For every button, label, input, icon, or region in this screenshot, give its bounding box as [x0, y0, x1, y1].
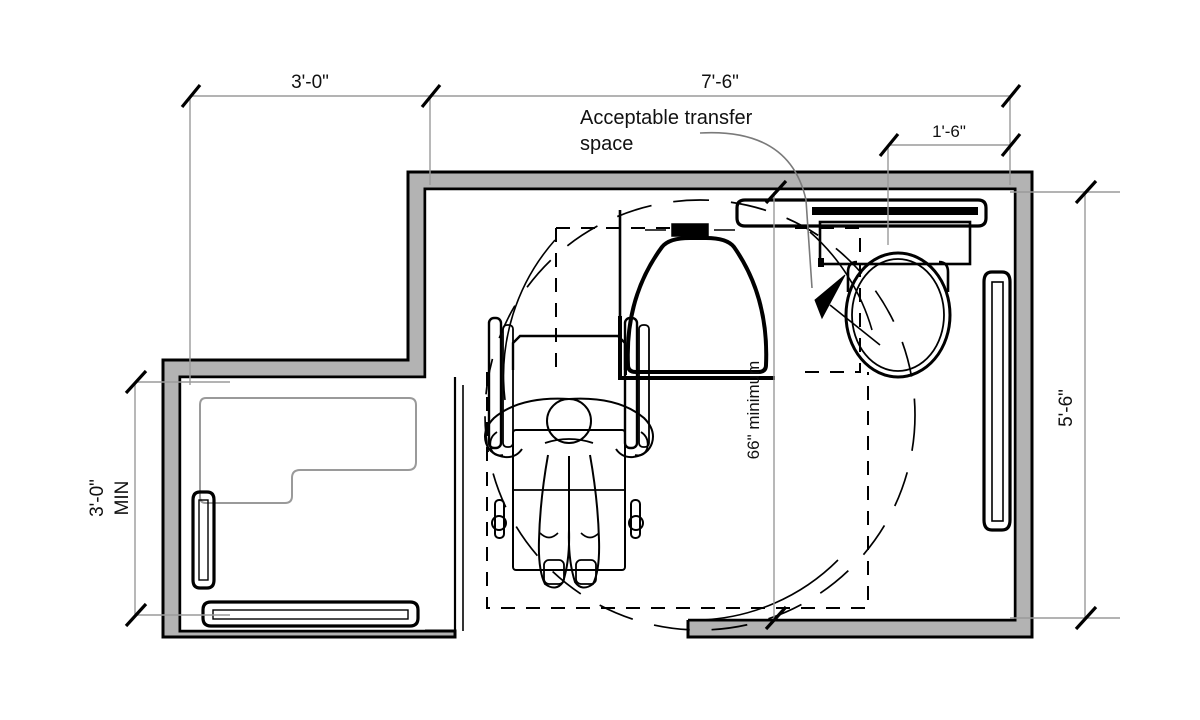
tick-c — [1000, 83, 1022, 109]
tank-lever — [818, 258, 824, 267]
occupant-right-hand — [634, 431, 649, 457]
tick-j — [764, 179, 788, 205]
dim-label-shower-width: 3'-0" — [291, 72, 329, 93]
tick-g — [124, 602, 148, 628]
transfer-note-line2: space — [580, 133, 633, 155]
turning-circle — [484, 199, 916, 631]
tick-i — [1074, 605, 1098, 631]
tick-a — [180, 83, 202, 109]
occupant-left-knee — [539, 532, 559, 539]
occupant-right-knee — [580, 532, 600, 539]
wc-clear-upper — [795, 227, 861, 373]
transfer-arrow — [814, 274, 846, 320]
dimension-ticks — [124, 83, 1098, 631]
dim-label-wc-centerline: 1'-6" — [932, 122, 966, 141]
occupant-left-leg — [537, 454, 571, 589]
dim-label-room-width: 7'-6" — [701, 72, 739, 93]
tick-d — [878, 132, 900, 158]
shower-fixture — [191, 397, 420, 628]
tick-e — [1000, 132, 1022, 158]
toilet-bowl-outer — [844, 251, 952, 379]
dim-label-shower-depth-min: MIN — [112, 481, 133, 516]
turning-circle-arc — [484, 199, 916, 631]
wheelchair-seat-frame — [512, 429, 626, 571]
wall-inner-line-shower — [178, 189, 455, 633]
toilet-tank — [818, 220, 972, 266]
occupant-left-hand — [489, 431, 504, 457]
transfer-note-leader — [699, 131, 813, 289]
person-in-wheelchair — [484, 316, 654, 589]
occupant-torso — [544, 438, 594, 444]
tick-k — [764, 605, 788, 631]
transfer-note-line1: Acceptable transfer — [580, 107, 753, 129]
wheelchair-backrest — [511, 334, 627, 370]
occupant-right-arm — [568, 397, 654, 459]
lavatory-basin — [625, 236, 769, 374]
toilet-bowl-inner — [851, 258, 945, 372]
faucet — [671, 223, 709, 237]
wheelchair-casters — [491, 499, 644, 539]
footrest-right — [575, 559, 597, 585]
dim-label-room-depth: 5'-6" — [1056, 389, 1077, 427]
wall-inner-line-main — [425, 187, 1017, 622]
clear-floor-spaces — [486, 227, 869, 609]
shower-seat — [199, 397, 417, 504]
room-interior-fill — [425, 189, 1015, 620]
tick-h — [1074, 179, 1098, 205]
wheelchair-wheels — [487, 316, 650, 450]
transfer-arrow-tail — [829, 304, 881, 346]
wc-rear-grab-bar — [735, 198, 988, 228]
water-closet-fixture — [735, 198, 1012, 532]
tick-f — [124, 369, 148, 395]
lavatory-fixture — [618, 210, 775, 380]
dimension-lines — [134, 95, 1120, 619]
tick-b — [420, 83, 442, 109]
dim-label-shower-depth: 3'-0" — [87, 479, 108, 517]
bowl-neck-right — [938, 260, 950, 292]
shower-vertical-grab-bar — [191, 490, 216, 590]
wc-side-grab-bar — [982, 270, 1012, 532]
bowl-neck-left — [846, 260, 858, 292]
dim-label-transfer-depth: 66" minimum — [744, 361, 763, 460]
maneuvering-clear-space — [486, 372, 869, 609]
footrest-left — [543, 559, 565, 585]
occupant-left-arm — [484, 397, 570, 459]
